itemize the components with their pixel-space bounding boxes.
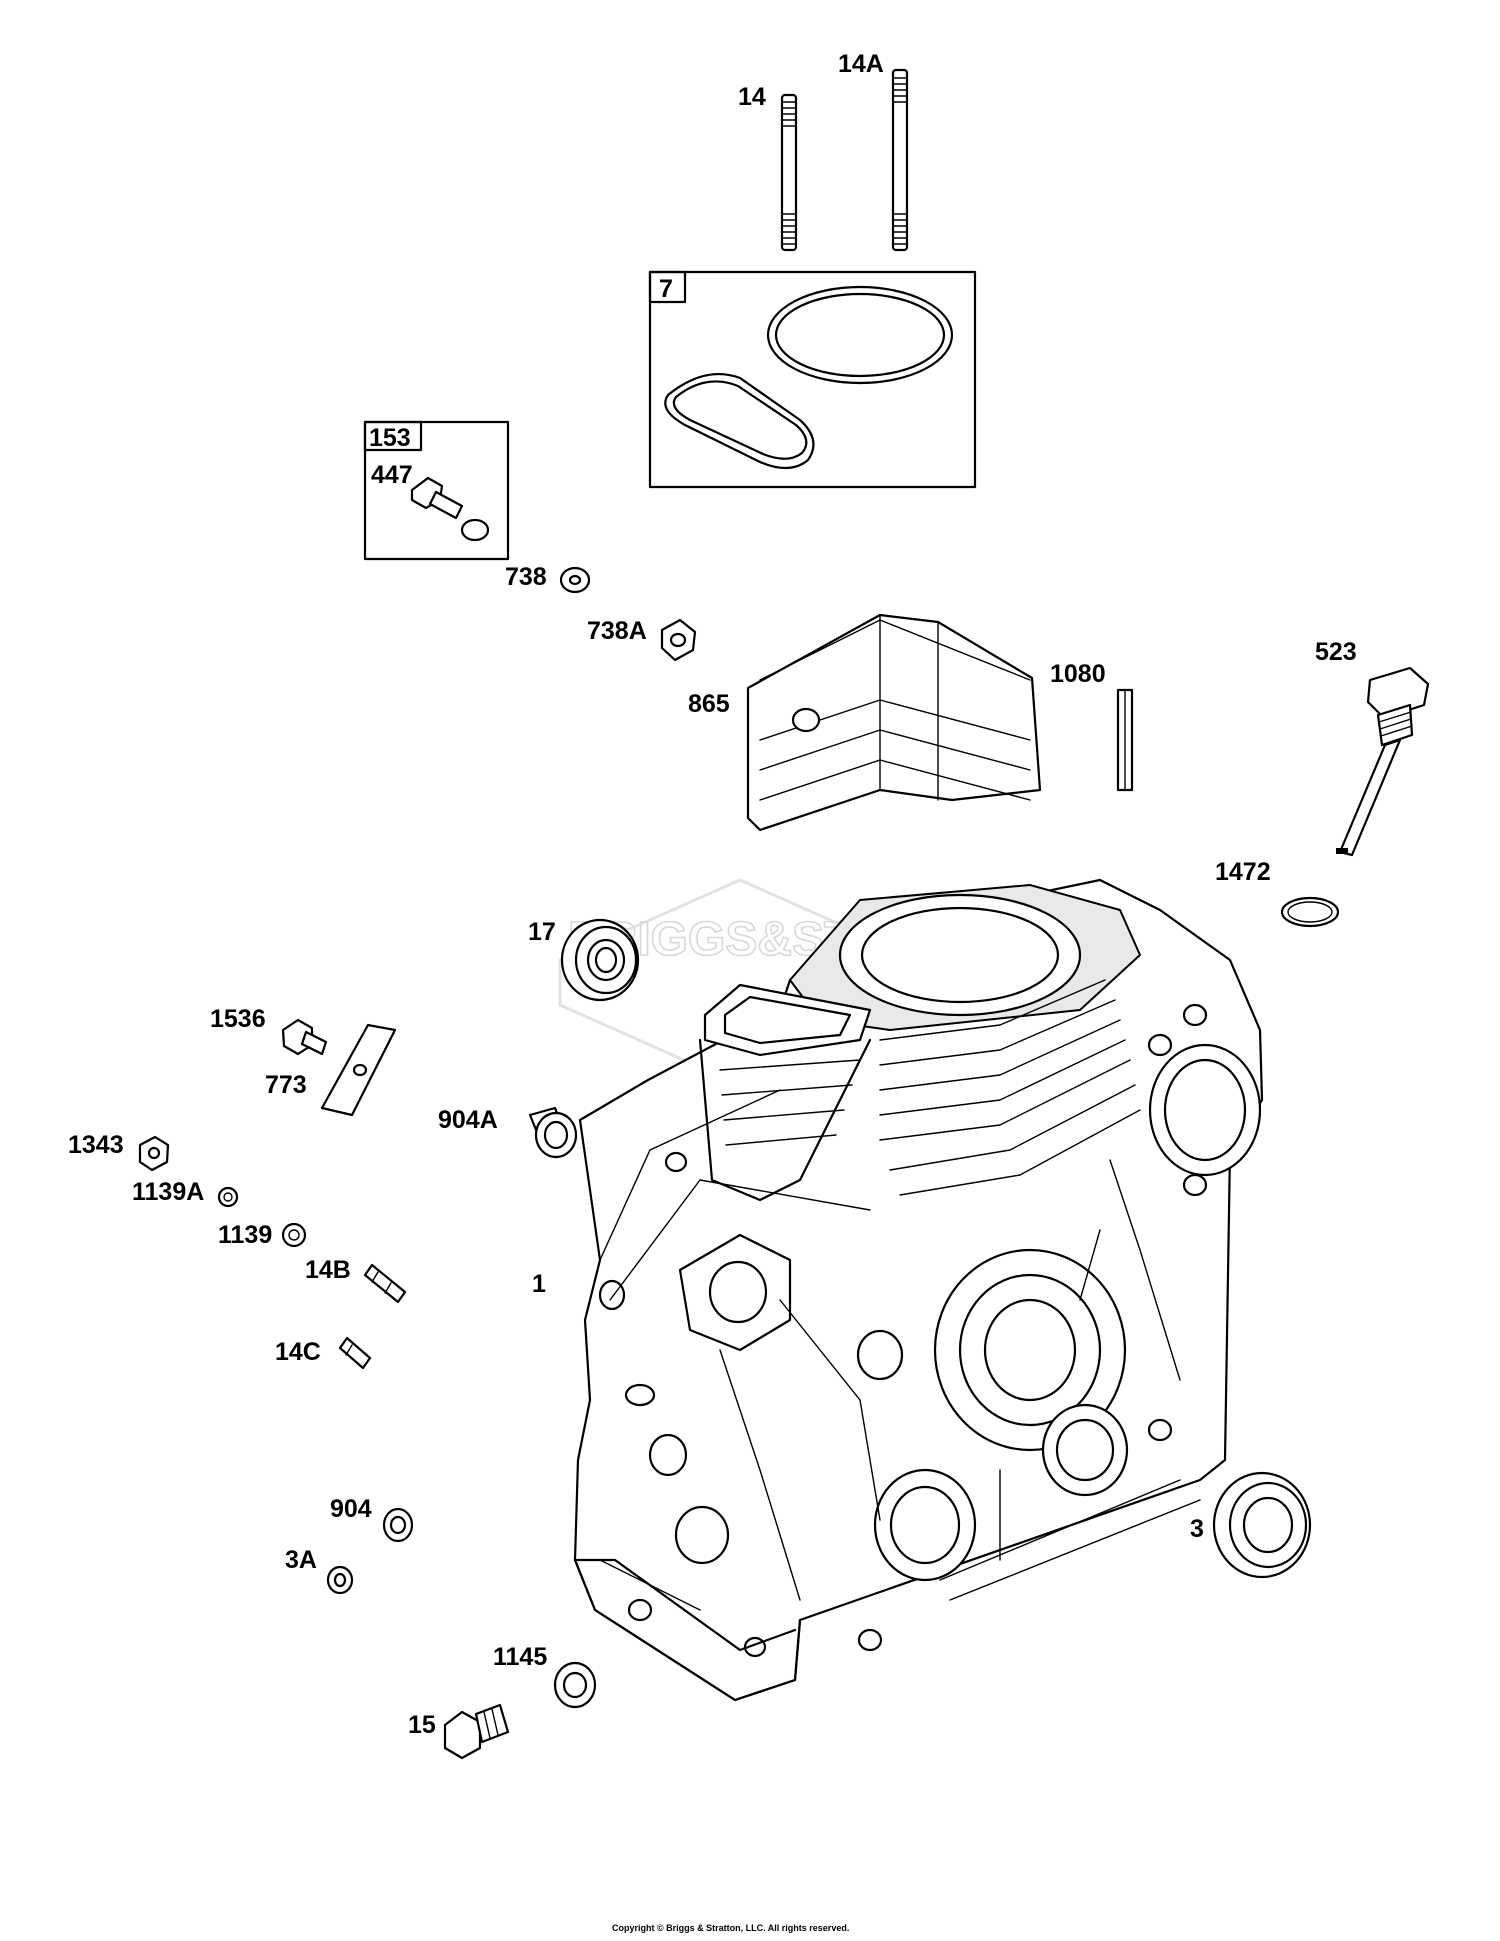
callout-1080: 1080 (1050, 660, 1106, 688)
strip-1080 (1116, 688, 1134, 792)
callout-738: 738 (505, 563, 547, 591)
callout-738a: 738A (587, 617, 647, 645)
callout-1472: 1472 (1215, 858, 1271, 886)
callout-3: 3 (1190, 1515, 1204, 1543)
callout-904a: 904A (438, 1106, 498, 1134)
bolt-1536 (281, 1018, 328, 1056)
callout-153: 153 (369, 424, 411, 452)
copyright-notice: Copyright © Briggs & Stratton, LLC. All … (612, 1923, 849, 1933)
washer-738 (559, 566, 591, 594)
callout-904: 904 (330, 1495, 372, 1523)
callout-14a: 14A (838, 50, 884, 78)
callout-773: 773 (265, 1071, 307, 1099)
callout-3a: 3A (285, 1546, 317, 1574)
callout-14: 14 (738, 83, 766, 111)
callout-447: 447 (371, 461, 413, 489)
callout-labels: 14 14A 7 153 447 738 738A 865 1080 523 1… (68, 50, 1357, 1739)
callout-1536: 1536 (210, 1005, 266, 1033)
oil-seal-3 (1212, 1471, 1312, 1579)
nut-1343 (138, 1135, 170, 1172)
stud-14a (891, 68, 909, 252)
callout-1343: 1343 (68, 1131, 124, 1159)
breather-kit-153 (363, 420, 510, 561)
nut-738a (660, 618, 697, 662)
washer-1139a (217, 1186, 239, 1208)
o-ring-1472 (1280, 896, 1340, 928)
plate-773 (320, 1023, 397, 1117)
washer-1139 (281, 1222, 307, 1248)
callout-17: 17 (528, 918, 556, 946)
pin-14c (338, 1336, 372, 1370)
stud-14 (780, 93, 798, 252)
callout-1139a: 1139A (132, 1178, 204, 1206)
needle-bearing-904 (382, 1507, 414, 1543)
callout-523: 523 (1315, 638, 1357, 666)
callout-15: 15 (408, 1711, 436, 1739)
callout-1139: 1139 (218, 1221, 272, 1249)
callout-1: 1 (532, 1270, 546, 1298)
pin-14b (363, 1263, 407, 1304)
crankcase-block-1 (573, 878, 1264, 1702)
drain-plug-15 (443, 1703, 510, 1760)
callout-7: 7 (659, 275, 673, 303)
gasket-kit-7 (648, 270, 977, 489)
callout-14c: 14C (275, 1338, 321, 1366)
needle-bearing-904a (528, 1106, 578, 1159)
bearing-17 (560, 918, 640, 1002)
dipstick-523 (1336, 666, 1430, 857)
seal-3a (326, 1565, 354, 1595)
callout-14b: 14B (305, 1256, 351, 1284)
callout-1145: 1145 (493, 1643, 547, 1671)
washer-1145 (553, 1661, 597, 1709)
air-guide-865 (746, 613, 1042, 832)
callout-865: 865 (688, 690, 730, 718)
